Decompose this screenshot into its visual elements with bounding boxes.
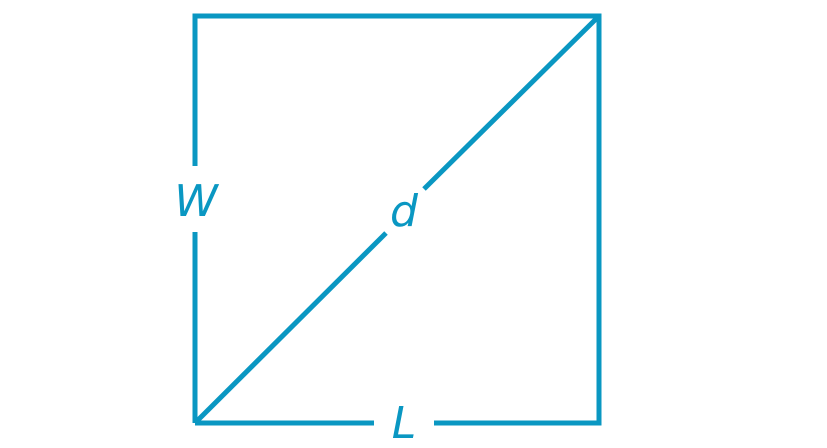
width-label: W [174, 176, 219, 227]
diagonal-upper [422, 14, 601, 191]
length-label: L [392, 398, 417, 448]
diagonal-label: d [390, 186, 419, 237]
diagonal-lower [193, 231, 388, 425]
